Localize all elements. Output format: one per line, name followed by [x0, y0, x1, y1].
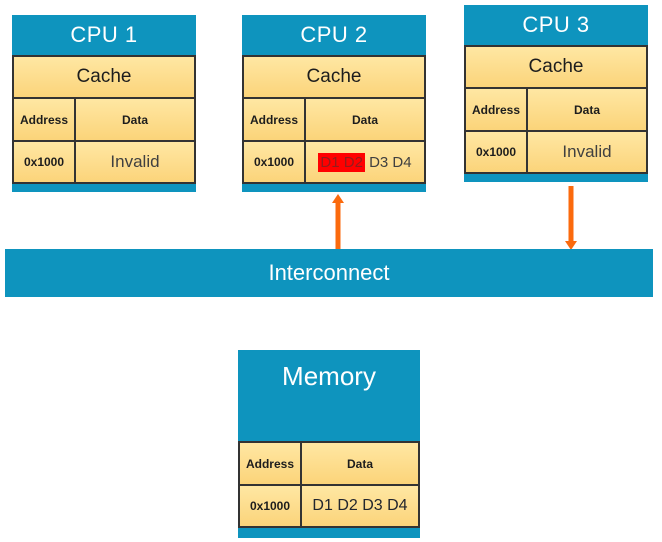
cpu3-table-header: Address Data	[466, 87, 646, 130]
memory-col-address: Address	[240, 443, 302, 484]
cpu2-box: CPU 2 Cache Address Data 0x1000 D1 D2 D3…	[242, 15, 426, 192]
memory-table-header: Address Data	[240, 443, 418, 484]
cpu2-table-header: Address Data	[244, 97, 424, 140]
cpu2-interconnect-arrow-up-icon	[332, 194, 344, 250]
cpu3-cache-label: Cache	[466, 47, 646, 87]
cpu3-table-row: 0x1000 Invalid	[466, 130, 646, 172]
cpu1-col-data: Data	[76, 99, 194, 140]
arrow-head-down	[565, 241, 577, 250]
cpu2-cache-label: Cache	[244, 57, 424, 97]
cpu1-cache-label: Cache	[14, 57, 194, 97]
arrow-shaft	[568, 186, 574, 242]
memory-table: Address Data 0x1000 D1 D2 D3 D4	[238, 441, 420, 528]
arrow-head-up	[332, 194, 344, 203]
memory-address-value: 0x1000	[240, 486, 302, 526]
cpu3-data-value: Invalid	[528, 132, 646, 172]
memory-title: Memory	[282, 360, 376, 391]
cpu1-col-address: Address	[14, 99, 76, 140]
cpu2-address-value: 0x1000	[244, 142, 306, 182]
cpu1-box: CPU 1 Cache Address Data 0x1000 Invalid	[12, 15, 196, 192]
cpu1-title: CPU 1	[70, 22, 138, 47]
cpu3-box: CPU 3 Cache Address Data 0x1000 Invalid	[464, 5, 648, 182]
memory-box: Memory Address Data 0x1000 D1 D2 D3 D4	[238, 350, 420, 538]
cpu2-col-data: Data	[306, 99, 424, 140]
cpu2-data-value: D1 D2 D3 D4	[306, 142, 424, 182]
cpu3-col-address: Address	[466, 89, 528, 130]
cpu2-cache-stack: Cache Address Data 0x1000 D1 D2 D3 D4	[242, 55, 426, 184]
cpu2-table-row: 0x1000 D1 D2 D3 D4	[244, 140, 424, 182]
cpu2-title: CPU 2	[300, 22, 368, 47]
memory-data-value: D1 D2 D3 D4	[302, 486, 418, 526]
interconnect-bar: Interconnect	[5, 249, 653, 297]
memory-col-data: Data	[302, 443, 418, 484]
cpu3-title: CPU 3	[522, 12, 590, 37]
cpu2-data-dirty-highlight: D1 D2	[318, 152, 365, 172]
cpu3-address-value: 0x1000	[466, 132, 528, 172]
memory-table-row: 0x1000 D1 D2 D3 D4	[240, 484, 418, 526]
cpu2-data-rest: D3 D4	[364, 153, 412, 171]
cpu3-cache-stack: Cache Address Data 0x1000 Invalid	[464, 45, 648, 174]
cpu3-col-data: Data	[528, 89, 646, 130]
cpu1-cache-stack: Cache Address Data 0x1000 Invalid	[12, 55, 196, 184]
arrow-shaft	[335, 202, 341, 250]
cpu1-address-value: 0x1000	[14, 142, 76, 182]
cpu2-col-address: Address	[244, 99, 306, 140]
cpu1-data-value: Invalid	[76, 142, 194, 182]
cpu3-interconnect-arrow-down-icon	[565, 186, 577, 250]
cpu1-table-row: 0x1000 Invalid	[14, 140, 194, 182]
cpu1-table-header: Address Data	[14, 97, 194, 140]
